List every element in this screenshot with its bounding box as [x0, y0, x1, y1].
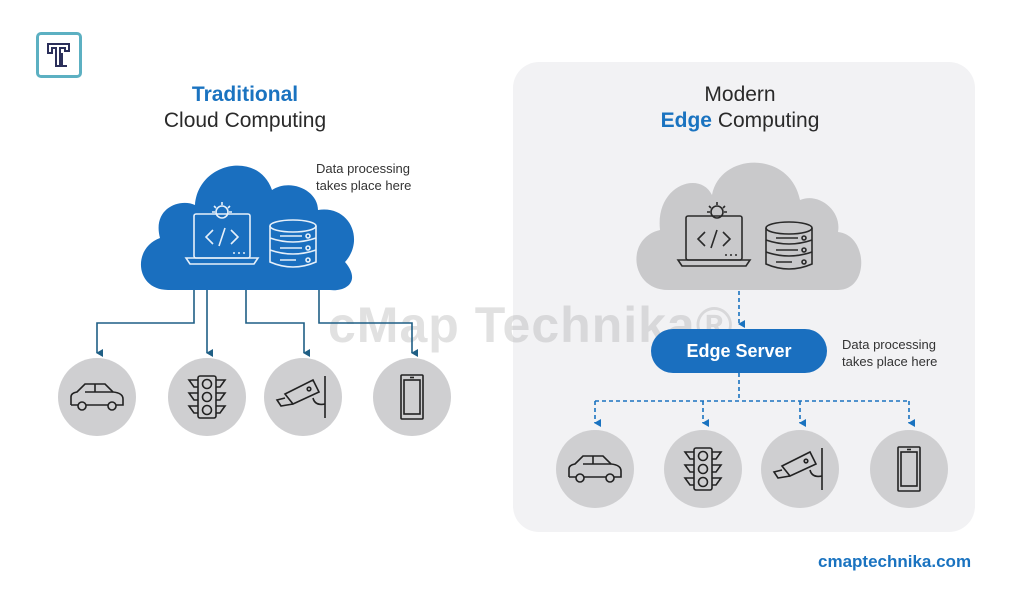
traffic-light-icon: [683, 447, 723, 491]
cctv-camera-icon: [275, 376, 326, 418]
modern-title: Modern Edge Computing: [620, 82, 860, 134]
note-line: Data processing: [842, 337, 936, 352]
device-car: [58, 358, 136, 436]
laptop-code-icon: [184, 202, 260, 265]
car-icon: [568, 455, 622, 483]
modern-title-plain: Modern: [704, 83, 776, 106]
edge-connectors: [594, 291, 915, 427]
note-line: takes place here: [842, 354, 938, 369]
edge-cloud: [636, 162, 862, 290]
laptop-code-icon: [676, 202, 752, 267]
traffic-light-icon: [187, 375, 227, 419]
smartphone-icon: [400, 374, 424, 420]
edge-server-node: Edge Server: [651, 329, 827, 373]
database-icon: [269, 219, 317, 268]
brand-logo: [36, 32, 82, 78]
traditional-title-highlight: Traditional: [191, 83, 299, 106]
device-traffic-light: [168, 358, 246, 436]
note-line: takes place here: [316, 178, 412, 193]
traditional-title: Traditional Cloud Computing: [140, 82, 350, 134]
modern-title-highlight: Edge: [660, 109, 712, 132]
device-cctv-camera: [761, 430, 839, 508]
footer-url[interactable]: cmaptechnika.com: [818, 552, 972, 571]
device-cctv-camera: [264, 358, 342, 436]
smartphone-icon: [897, 446, 921, 492]
traditional-cloud: [140, 165, 355, 291]
device-smartphone: [870, 430, 948, 508]
device-smartphone: [373, 358, 451, 436]
cctv-camera-icon: [772, 448, 823, 490]
traditional-connectors: [96, 290, 418, 357]
database-icon: [765, 221, 813, 270]
modern-title-rest: Computing: [717, 109, 820, 132]
traditional-processing-note: Data processing takes place here: [316, 160, 411, 194]
note-line: Data processing: [316, 161, 410, 176]
t-logo-icon: [47, 43, 70, 67]
edge-processing-note: Data processing takes place here: [842, 336, 937, 370]
device-car: [556, 430, 634, 508]
car-icon: [70, 383, 124, 411]
traditional-title-rest: Cloud Computing: [163, 109, 327, 132]
device-traffic-light: [664, 430, 742, 508]
